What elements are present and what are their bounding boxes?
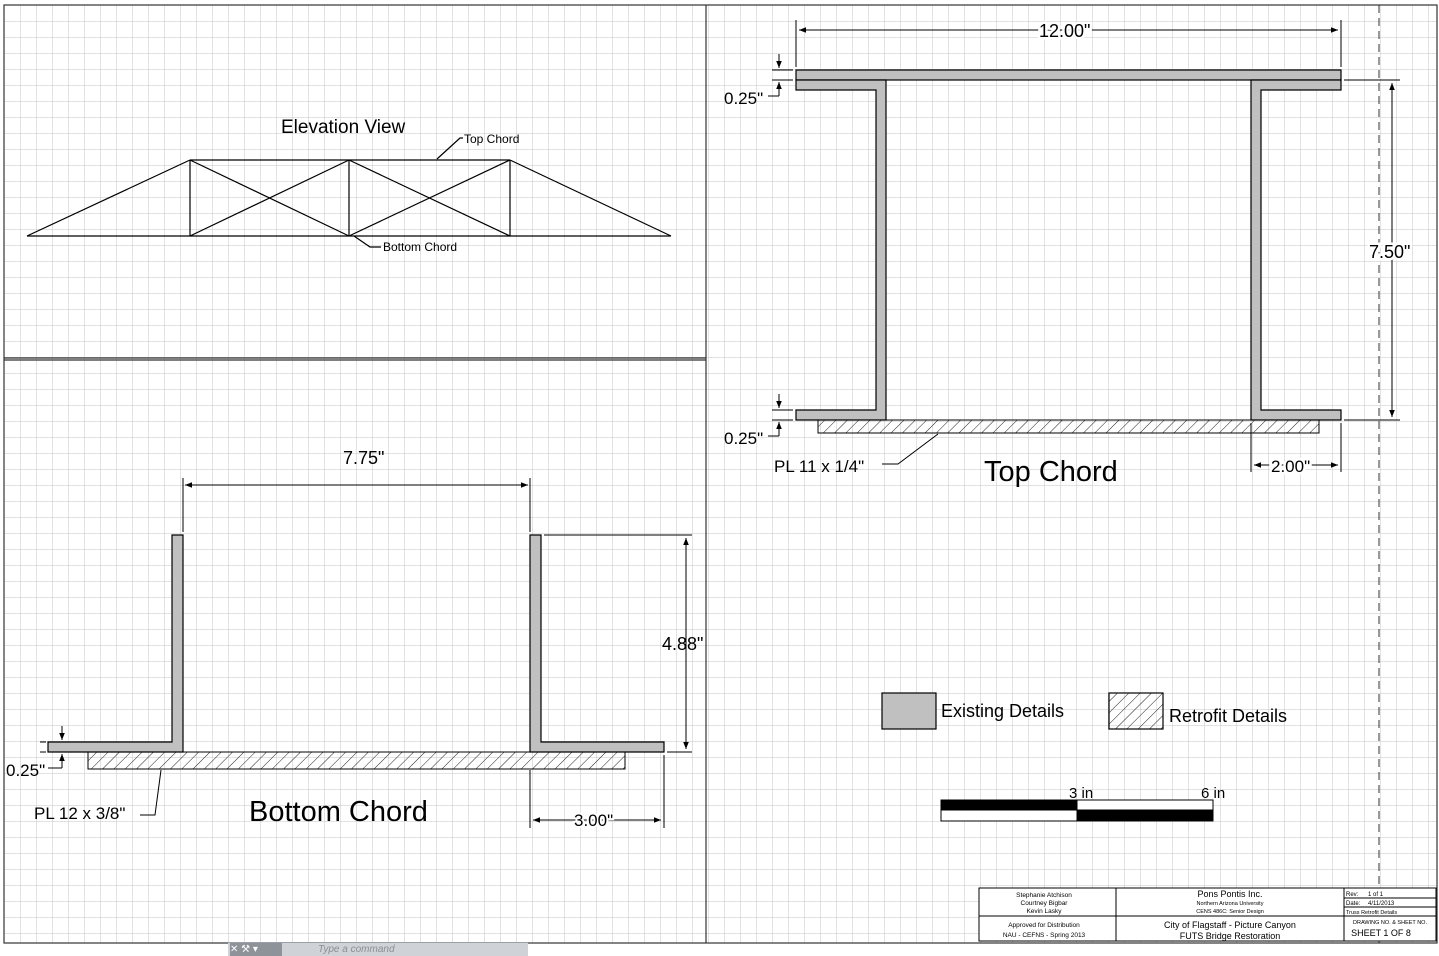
bottom-chord-callout: Bottom Chord <box>383 240 457 254</box>
top-height-dimension: 7.50" <box>1369 242 1410 262</box>
top-thickness-upper-dimension: 0.25" <box>724 89 763 108</box>
command-line-buttons[interactable]: ✕ ⚒ ▾ <box>230 943 282 956</box>
drawing-title: Truss Retrofit Details <box>1346 910 1397 916</box>
company-name: Pons Pontis Inc. <box>1197 889 1262 899</box>
legend-existing-swatch <box>881 692 937 730</box>
bottom-chord-section <box>47 534 665 770</box>
project-title-line-1: City of Flagstaff - Picture Canyon <box>1164 920 1296 930</box>
top-thickness-lower-dimension: 0.25" <box>724 429 763 448</box>
bottom-height-dimension: 4.88" <box>662 634 703 654</box>
rev-value: 1 of 1 <box>1368 892 1384 898</box>
organization-line: NAU - CEFNS - Spring 2013 <box>1003 932 1086 939</box>
top-chord-title: Top Chord <box>984 456 1118 488</box>
chevron-down-icon[interactable]: ▾ <box>252 944 258 955</box>
legend-existing-label: Existing Details <box>941 701 1064 721</box>
bottom-left-angle <box>47 534 184 753</box>
bottom-chord-dimensions <box>40 478 692 828</box>
top-retrofit-plate <box>817 419 1320 434</box>
top-chord-section <box>795 69 1342 434</box>
top-left-channel <box>795 79 887 421</box>
top-plate-label: PL 11 x 1/4" <box>774 457 864 476</box>
title-block <box>978 887 1437 942</box>
bottom-width-dimension: 7.75" <box>343 448 384 468</box>
bottom-right-angle <box>529 534 665 753</box>
university-name: Northern Arizona University <box>1197 901 1264 907</box>
grid-background <box>4 5 1437 943</box>
bottom-plate-label: PL 12 x 3/8" <box>34 804 125 823</box>
legend-retrofit-swatch <box>1108 692 1164 730</box>
project-title-line-2: FUTS Bridge Restoration <box>1180 931 1281 941</box>
top-right-channel <box>1250 79 1342 421</box>
wrench-icon[interactable]: ⚒ <box>241 944 251 955</box>
bottom-leg-dimension: 3.00" <box>574 811 613 830</box>
top-chord-dimensions <box>768 20 1400 472</box>
top-width-dimension: 12.00" <box>1039 21 1090 41</box>
elevation-view-title: Elevation View <box>281 117 406 138</box>
command-input[interactable]: Type a command <box>318 944 395 955</box>
approval-note: Approved for Distribution <box>1008 922 1080 929</box>
top-leg-dimension: 2.00" <box>1271 457 1310 476</box>
date-value: 4/11/2013 <box>1368 901 1395 907</box>
top-cover-plate <box>795 69 1342 81</box>
truss-elevation <box>26 137 672 248</box>
close-icon[interactable]: ✕ <box>230 944 239 955</box>
team-member-2: Courtney Bigbar <box>1021 900 1069 907</box>
rev-label: Rev: <box>1346 892 1359 898</box>
date-label: Date: <box>1346 901 1361 907</box>
scale-bar-end-label: 6 in <box>1201 785 1225 802</box>
top-chord-callout: Top Chord <box>464 132 519 146</box>
legend <box>881 692 1164 730</box>
bottom-retrofit-plate <box>87 751 626 770</box>
team-member-3: Kevin Lasky <box>1026 908 1062 915</box>
course-name: CENS 486C: Senior Design <box>1196 909 1264 915</box>
team-member-1: Stephanie Atchison <box>1016 892 1072 899</box>
bottom-chord-title: Bottom Chord <box>249 796 428 828</box>
scale-bar-mid-label: 3 in <box>1069 785 1093 802</box>
legend-retrofit-label: Retrofit Details <box>1169 706 1287 726</box>
command-line[interactable]: ✕ ⚒ ▾ Type a command <box>228 942 528 956</box>
sheet-number: SHEET 1 OF 8 <box>1351 928 1411 938</box>
scale-bar <box>940 799 1214 822</box>
bottom-thickness-dimension: 0.25" <box>6 761 45 780</box>
viewport-borders <box>3 4 1438 944</box>
drawing-number-label: DRAWING NO. & SHEET NO. <box>1353 920 1427 926</box>
